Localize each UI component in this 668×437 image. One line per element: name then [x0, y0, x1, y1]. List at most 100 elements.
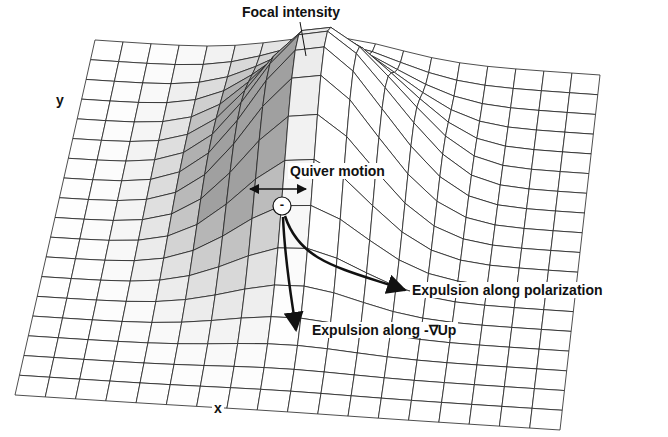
mesh-cell [509, 327, 541, 349]
mesh-cell [567, 93, 598, 115]
mesh-cell [558, 172, 589, 194]
mesh-cell [88, 320, 122, 342]
mesh-cell [261, 368, 294, 392]
mesh-cell [324, 349, 357, 375]
mesh-cell [80, 359, 114, 381]
mesh-cell [170, 364, 204, 386]
mesh-cell [19, 356, 53, 378]
mesh-cell [88, 180, 121, 201]
mesh-cell [474, 365, 507, 387]
mesh-cell [73, 119, 106, 140]
mesh-cell [411, 380, 444, 402]
mesh-cell [91, 40, 124, 62]
mesh-cell [539, 329, 571, 351]
mesh-cell [477, 345, 509, 367]
mesh-cell [130, 122, 163, 142]
mesh-cell [67, 279, 101, 301]
mesh-cell [288, 391, 321, 414]
mesh-cell [147, 44, 179, 65]
mesh-cell [257, 389, 291, 412]
mesh-cell [166, 385, 200, 407]
mesh-cell [118, 179, 151, 200]
mesh-cell [294, 345, 327, 371]
mesh-cell [97, 140, 130, 161]
mesh-cell [46, 237, 80, 259]
axis-label: x [212, 400, 224, 416]
mesh-cell [122, 160, 155, 181]
mesh-cell [178, 321, 212, 344]
mesh-cell [77, 99, 110, 121]
mesh-cell [321, 372, 354, 396]
mesh-cell [118, 321, 152, 342]
mesh-cell [490, 245, 522, 268]
mesh-cell [271, 285, 304, 318]
mesh-cell [136, 383, 170, 405]
mesh-cell [114, 341, 148, 363]
mesh-cell [527, 189, 558, 211]
mesh-cell [51, 217, 85, 239]
mesh-cell [59, 178, 92, 199]
mesh-cell [482, 305, 514, 327]
mesh-cell [148, 322, 182, 344]
mesh-cell [417, 339, 450, 362]
callout-label: Expulsion along -∇Up [310, 322, 458, 338]
mesh-cell [64, 158, 97, 179]
mesh-cell [495, 205, 527, 229]
callout-label: Expulsion along polarization [410, 282, 605, 298]
mesh-cell [553, 211, 584, 233]
mesh-cell [84, 340, 118, 362]
mesh-cell [480, 325, 512, 347]
mesh-cell [144, 343, 178, 365]
mesh-cell [304, 248, 337, 292]
mesh-cell [522, 228, 554, 250]
mesh-cell [101, 121, 134, 142]
mesh-cell [211, 289, 244, 320]
mesh-cell [384, 357, 417, 381]
mesh-cell [570, 73, 600, 95]
mesh-cell [101, 260, 135, 281]
mesh-cell [565, 112, 596, 134]
mesh-cell [105, 240, 138, 261]
mesh-cell [285, 114, 318, 160]
callout-label: Focal intensity [240, 4, 342, 20]
mesh-cell [275, 248, 308, 286]
mesh-cell [208, 318, 241, 344]
quiver-arrow [250, 188, 306, 189]
mesh-cell [80, 219, 113, 240]
mesh-cell [55, 198, 88, 220]
mesh-cell [76, 239, 110, 260]
mesh-cell [58, 318, 92, 340]
mesh-cell [409, 400, 442, 422]
mesh-cell [156, 276, 189, 302]
mesh-cell [106, 381, 140, 403]
mesh-cell [24, 336, 58, 358]
mesh-cell [113, 199, 146, 220]
mesh-cell [502, 387, 535, 409]
mesh-cell [15, 375, 50, 397]
electron-circle: - [272, 196, 292, 216]
mesh-cell [524, 209, 555, 231]
mesh-cell [288, 75, 321, 116]
mesh-cell [126, 141, 159, 162]
mesh-cell [504, 367, 536, 389]
mesh-cell [63, 298, 97, 320]
mesh-cell [50, 357, 84, 379]
mesh-cell [130, 258, 163, 281]
mesh-cell [493, 225, 525, 248]
mesh-cell [291, 369, 324, 393]
mesh-cell [71, 259, 105, 280]
mesh-cell [532, 389, 564, 411]
mesh-cell [227, 388, 261, 410]
mesh-cell [532, 150, 563, 172]
mesh-cell [563, 132, 594, 154]
gradient-arrow [283, 217, 296, 330]
mesh-cell [110, 361, 144, 383]
mesh-cell [548, 250, 580, 272]
mesh-cell [534, 130, 565, 152]
mesh-cell [122, 301, 156, 322]
mesh-cell [530, 408, 563, 430]
callout-label: Quiver motion [288, 163, 387, 179]
mesh-cell [442, 383, 475, 405]
mesh-cell [86, 60, 119, 82]
mesh-cell [134, 102, 167, 122]
